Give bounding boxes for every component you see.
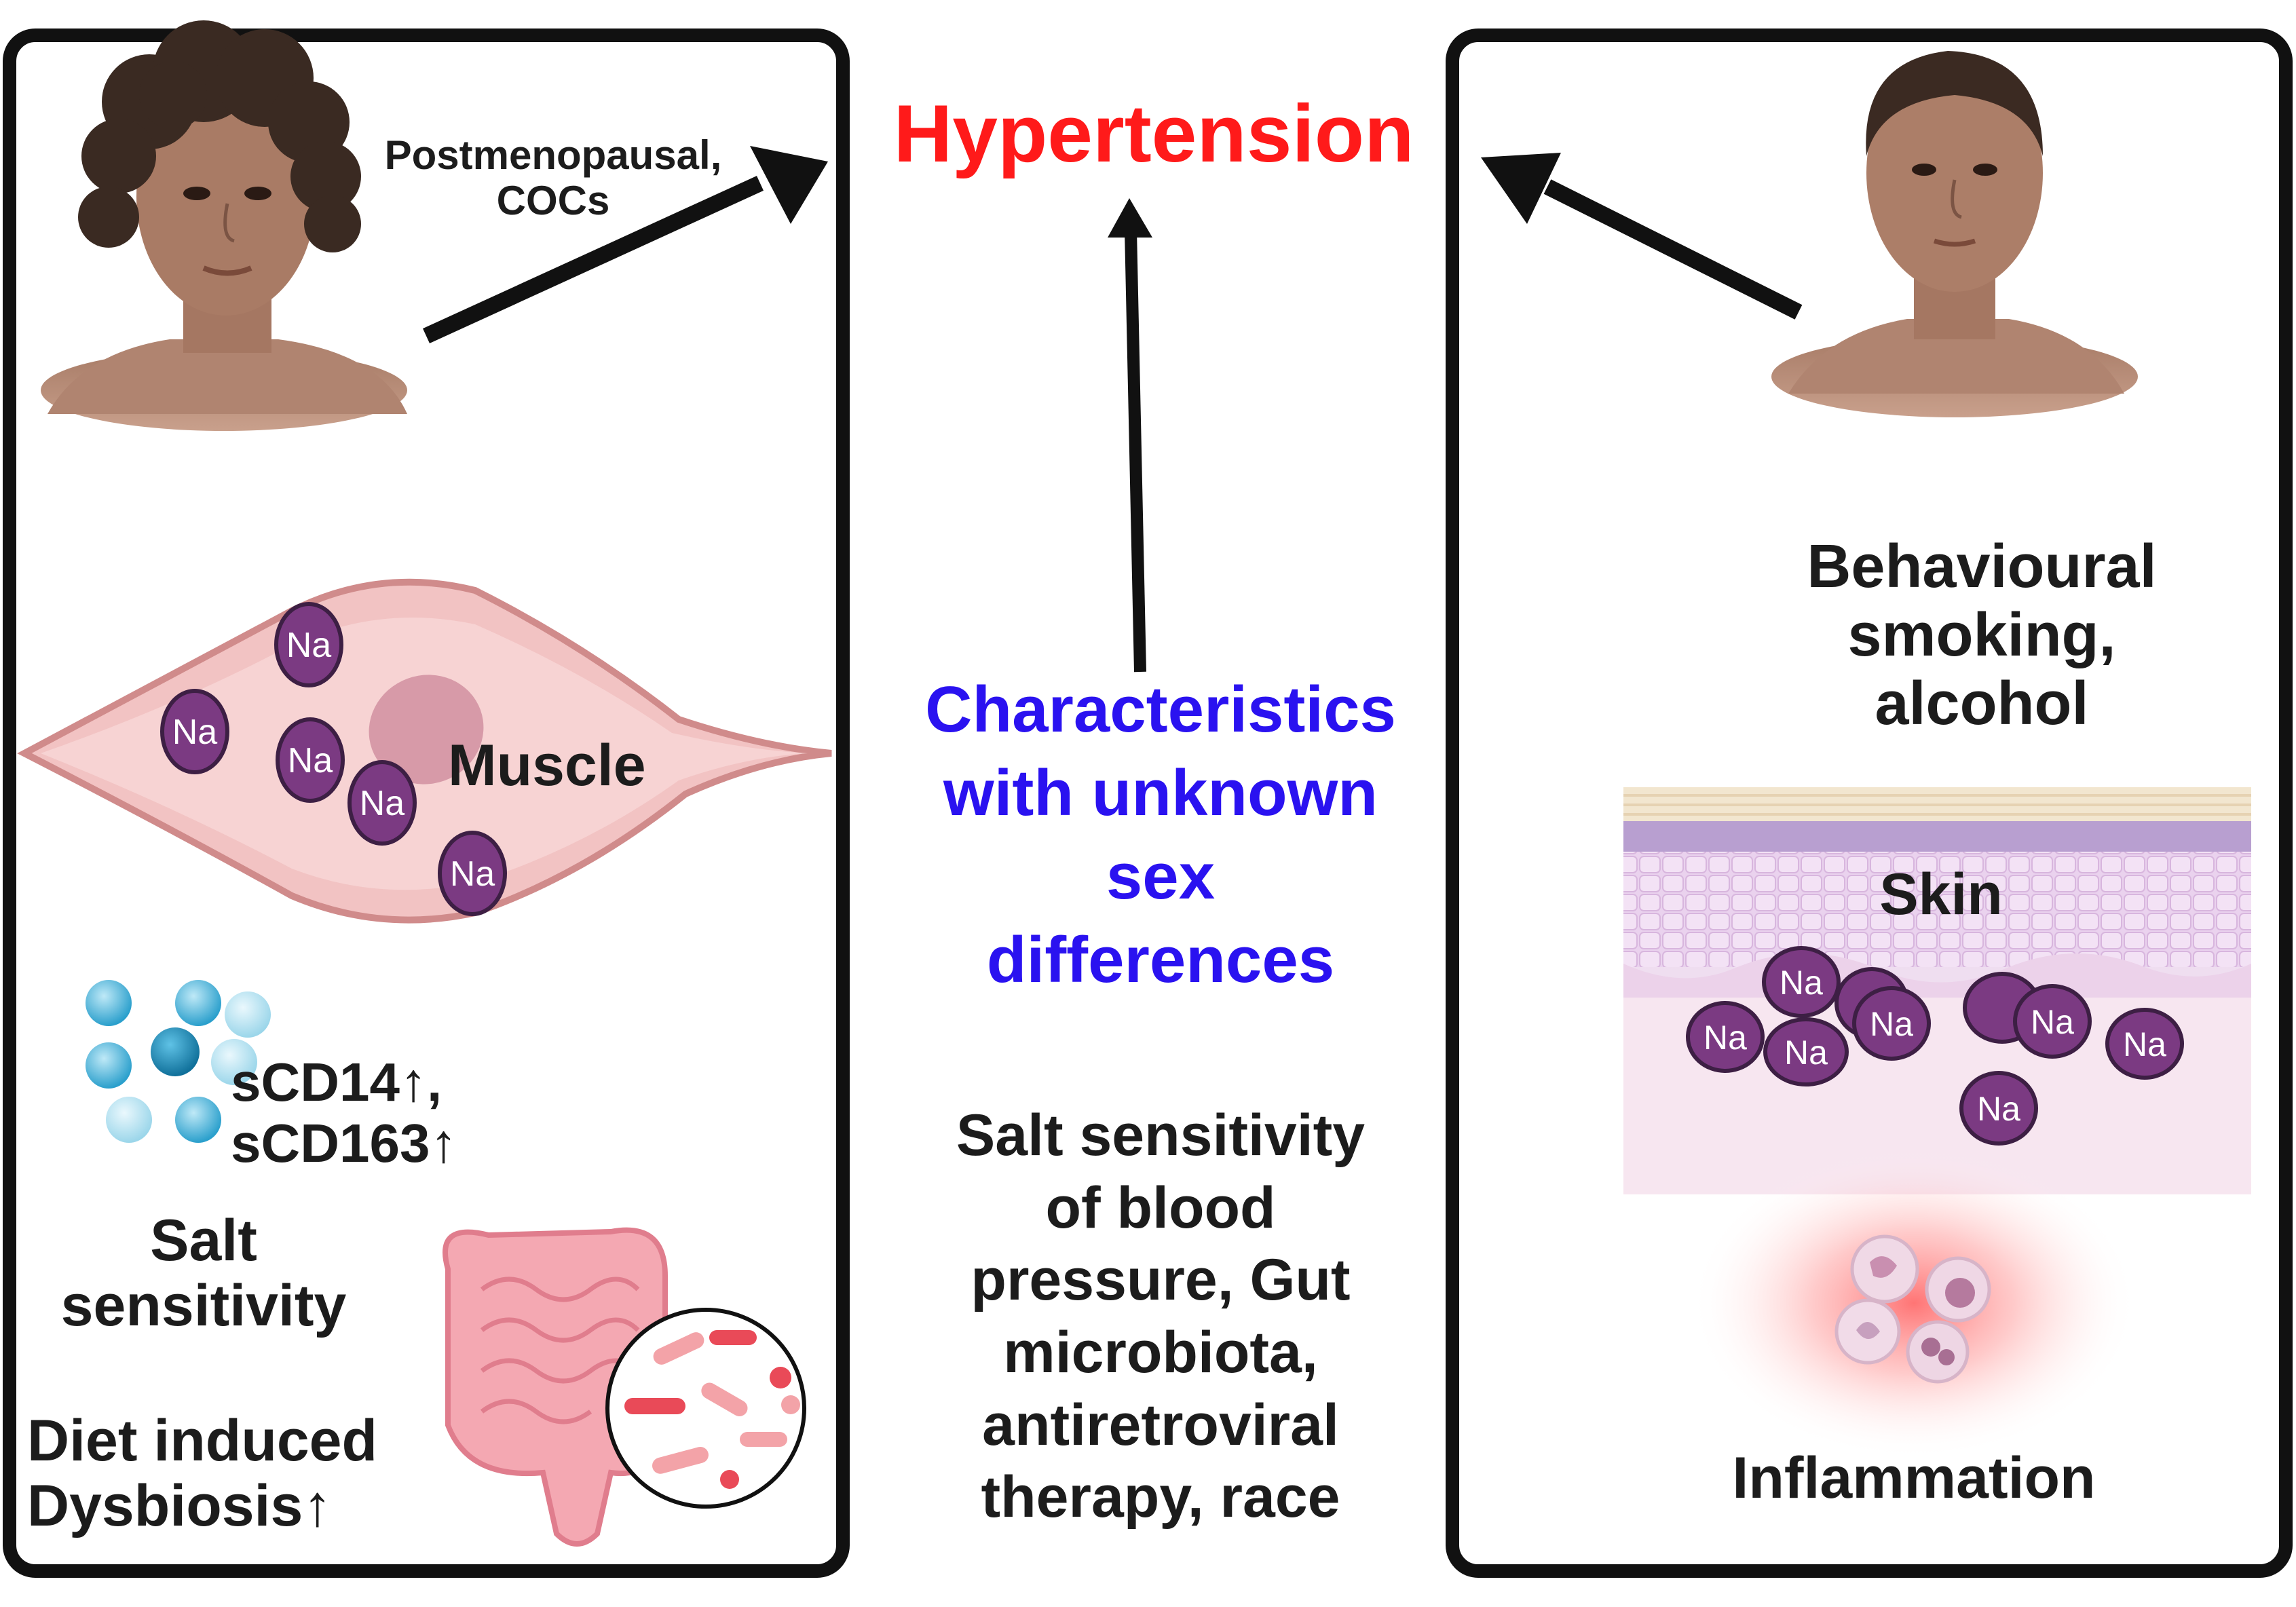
skin-sodium-ion-7: Na bbox=[2013, 984, 2092, 1059]
sodium-ion-2: Na bbox=[160, 689, 229, 774]
sodium-ion-5: Na bbox=[438, 831, 507, 916]
soluble-marker-beads bbox=[86, 980, 271, 1143]
skin-sodium-ion-8: Na bbox=[2105, 1008, 2184, 1080]
skin-sodium-ion-1: Na bbox=[1762, 946, 1841, 1018]
scd-markers-label: sCD14↑, sCD163↑ bbox=[231, 1052, 457, 1173]
svg-text:Na: Na bbox=[172, 713, 218, 752]
muscle-cell bbox=[17, 578, 832, 924]
svg-text:Na: Na bbox=[288, 741, 333, 780]
svg-text:Na: Na bbox=[2031, 1003, 2074, 1041]
arrow-unknown-to-hypertension bbox=[1108, 198, 1152, 673]
svg-text:Na: Na bbox=[1870, 1005, 1913, 1043]
female-risk-label: Postmenopausal, COCs bbox=[384, 132, 722, 224]
gut-bacteria-magnifier bbox=[605, 1308, 806, 1509]
skin-cross-section: Na Na Na Na Na Na Na bbox=[1623, 787, 2251, 1194]
svg-text:Na: Na bbox=[286, 626, 332, 665]
hypertension-title: Hypertension bbox=[893, 88, 1414, 179]
skin-label: Skin bbox=[1879, 862, 2003, 927]
skin-sodium-ion-4: Na bbox=[1686, 1001, 1765, 1073]
salt-sensitivity-label: Salt sensitivity bbox=[60, 1208, 347, 1339]
inflammation-glow bbox=[1690, 1147, 2138, 1459]
inflammation-label: Inflammation bbox=[1732, 1445, 2096, 1511]
behavioural-label: Behavioural smoking, alcohol bbox=[1807, 533, 2157, 738]
svg-text:Na: Na bbox=[1784, 1034, 1828, 1072]
skin-sodium-ion-9: Na bbox=[1959, 1071, 2038, 1146]
muscle-sodium-ions: Na Na Na Na Na bbox=[160, 602, 507, 916]
dysbiosis-label: Diet induced Dysbiosis↑ bbox=[27, 1408, 378, 1539]
sodium-ion-4: Na bbox=[347, 760, 417, 846]
sodium-ion-1: Na bbox=[274, 602, 343, 687]
svg-text:Na: Na bbox=[1780, 964, 1823, 1002]
female-portrait bbox=[41, 20, 407, 431]
unknown-characteristics-label: Characteristics with unknown sex differe… bbox=[925, 673, 1396, 996]
svg-text:Na: Na bbox=[360, 784, 405, 823]
muscle-label: Muscle bbox=[448, 733, 646, 798]
arrow-female-to-hypertension bbox=[423, 146, 828, 343]
center-factors-label: Salt sensitivity of blood pressure, Gut … bbox=[956, 1103, 1366, 1530]
skin-sodium-ions: Na Na Na Na Na Na Na bbox=[1686, 946, 2184, 1146]
svg-text:Na: Na bbox=[2123, 1025, 2166, 1063]
svg-text:Na: Na bbox=[450, 854, 495, 894]
arrow-male-to-hypertension bbox=[1481, 153, 1803, 320]
male-portrait bbox=[1771, 51, 2138, 417]
skin-sodium-ion-5: Na bbox=[1763, 1017, 1849, 1086]
immune-cells bbox=[1834, 1234, 1991, 1384]
skin-sodium-ion-3: Na bbox=[1852, 986, 1931, 1061]
sodium-ion-3: Na bbox=[276, 717, 345, 803]
svg-text:Na: Na bbox=[1704, 1019, 1747, 1057]
svg-text:Na: Na bbox=[1977, 1090, 2020, 1128]
